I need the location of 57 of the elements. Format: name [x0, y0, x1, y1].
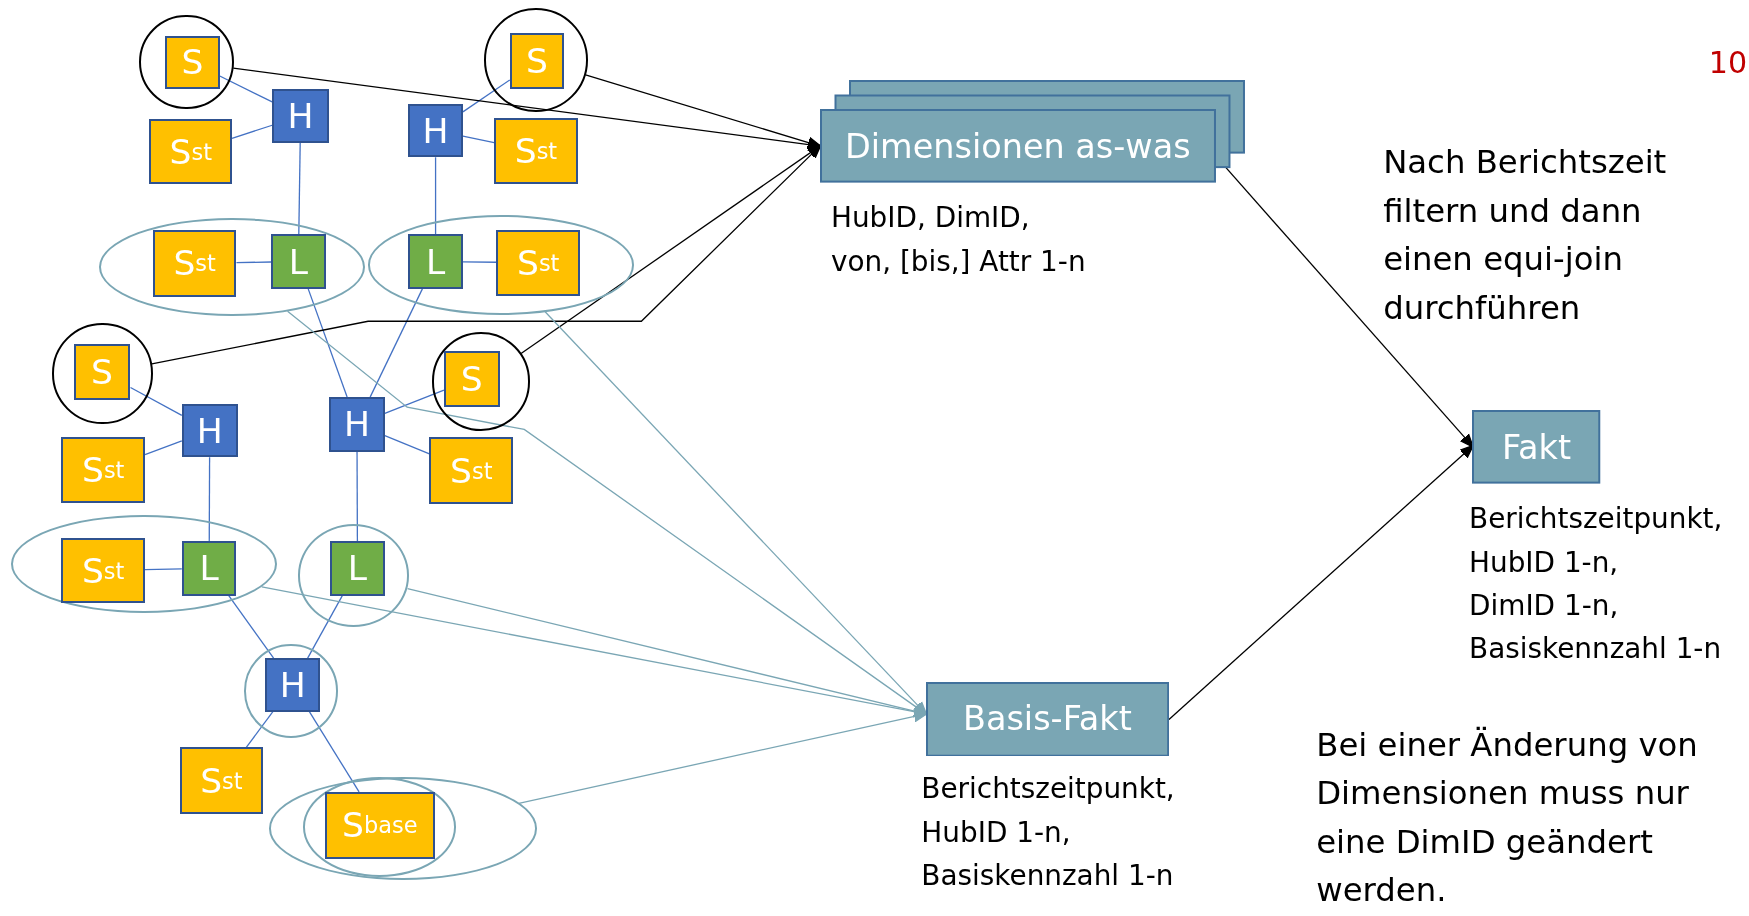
satellite-box: S: [443, 351, 500, 408]
connector-line: [384, 389, 445, 415]
arrow: [518, 710, 928, 804]
group-circle: [431, 332, 530, 431]
link-box: L: [181, 540, 237, 596]
hub-box: H: [272, 89, 330, 143]
connector-line: [462, 261, 497, 263]
connector-line: [462, 79, 511, 113]
arrow: [1168, 444, 1474, 721]
connector-line: [307, 595, 343, 659]
hub-box: H: [408, 103, 463, 158]
arrow: [584, 74, 822, 149]
arrow: [406, 587, 928, 717]
connector-line: [231, 124, 273, 139]
group-circle: [138, 14, 234, 110]
hub-box: H: [329, 397, 385, 452]
group-ellipse: [368, 215, 634, 315]
page-number: 10: [1708, 44, 1749, 83]
group-ellipse: [297, 524, 410, 627]
connector-line: [384, 435, 431, 455]
connector-line: [245, 711, 274, 748]
group-circle: [484, 7, 588, 112]
satellite-box: S: [509, 33, 565, 90]
group-ellipse: [268, 777, 537, 881]
satellite-box: S: [73, 343, 131, 401]
link-box: L: [408, 234, 463, 289]
link-box: L: [330, 540, 385, 596]
connector-line: [462, 135, 495, 144]
attribute-list: Berichtszeitpunkt, HubID 1-n, Basiskennzahl 1-n: [921, 767, 1279, 898]
table-box: Basis-Fakt: [925, 681, 1169, 757]
connector-line: [369, 288, 424, 398]
group-ellipse: [11, 515, 277, 614]
group-circle: [52, 323, 153, 424]
connector-line: [129, 386, 183, 417]
connector-line: [219, 75, 273, 103]
hub-box: H: [181, 403, 238, 458]
group-circle: [244, 644, 338, 738]
attribute-list: Berichtszeitpunkt, HubID 1-n, DimID 1-n, Basiskennzahl 1-n: [1469, 497, 1749, 671]
table-box: Fakt: [1472, 410, 1601, 485]
connector-line: [308, 711, 360, 793]
connector-line: [228, 595, 275, 659]
connector-line: [144, 568, 183, 571]
connector-line: [235, 261, 272, 264]
connector-line: [208, 456, 211, 542]
connector-line: [307, 288, 348, 398]
group-ellipse: [303, 777, 457, 877]
connector-line: [144, 440, 183, 456]
connector-line: [298, 142, 301, 235]
connector-line: [434, 156, 437, 235]
satellite-box: S: [165, 35, 220, 90]
note-text: Bei einer Änderung von Dimensionen muss nur eine DimID geändert werden.: [1316, 724, 1699, 912]
note-text: Nach Berichtszeit filtern und dann einen equi-join durchführen: [1383, 142, 1668, 329]
connector-line: [356, 451, 359, 542]
link-box: L: [271, 234, 326, 289]
group-ellipse: [99, 217, 365, 316]
hub-box: H: [265, 658, 321, 712]
attribute-list: HubID, DimID, von, [bis,] Attr 1-n: [831, 196, 1255, 283]
